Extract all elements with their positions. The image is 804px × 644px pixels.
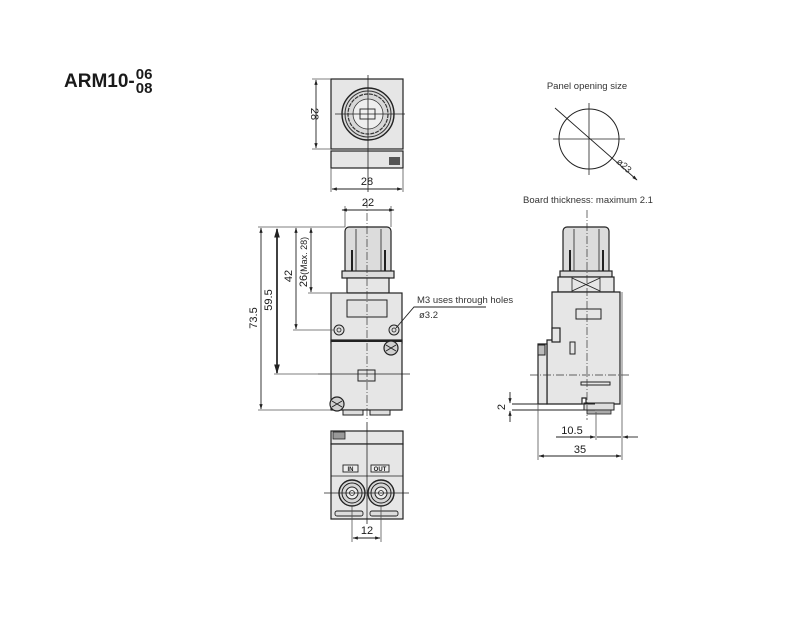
panel-opening-label: Panel opening size	[547, 81, 627, 92]
side-depth-dim: 35	[574, 444, 586, 456]
top-width-dim: 28	[361, 176, 373, 188]
top-height-dim: 28	[308, 108, 320, 120]
height-59-5-dim: 59.5	[263, 289, 275, 310]
overall-height-dim: 73.5	[248, 307, 260, 328]
variant-08: 08	[135, 80, 153, 97]
side-view: 2 10.5 35	[496, 210, 638, 460]
mount-note-line1: M3 uses through holes	[417, 295, 513, 306]
height-42-dim: 42	[283, 270, 295, 282]
board-thickness-label: Board thickness: maximum 2.1	[523, 195, 653, 206]
front-width-dim: 22	[362, 197, 374, 209]
panel-opening-view: Panel opening size ø23 Board thickness: …	[523, 81, 653, 206]
port-out-label: OUT	[374, 467, 387, 473]
knob-height-value: 26	[298, 275, 310, 287]
knob-height-max: (Max. 28)	[299, 237, 309, 275]
bottom-view: IN OUT 12	[324, 422, 409, 542]
port-offset-dim: 10.5	[561, 425, 582, 437]
panel-opening-diameter: ø23	[614, 157, 634, 176]
front-view: 22 73.5 59.5 42 26(Max. 28) M3 uses thro…	[248, 197, 513, 420]
port-in-label: IN	[348, 467, 354, 473]
port-pitch-dim: 12	[361, 525, 373, 537]
variant-06: 06	[135, 66, 153, 83]
model-name: ARM10-	[64, 71, 135, 92]
side-offset-dim: 2	[496, 404, 508, 410]
mount-note-line2: ø3.2	[419, 310, 438, 321]
knob-height-dim: 26(Max. 28)	[298, 237, 310, 287]
top-view: 28 28	[308, 75, 405, 192]
